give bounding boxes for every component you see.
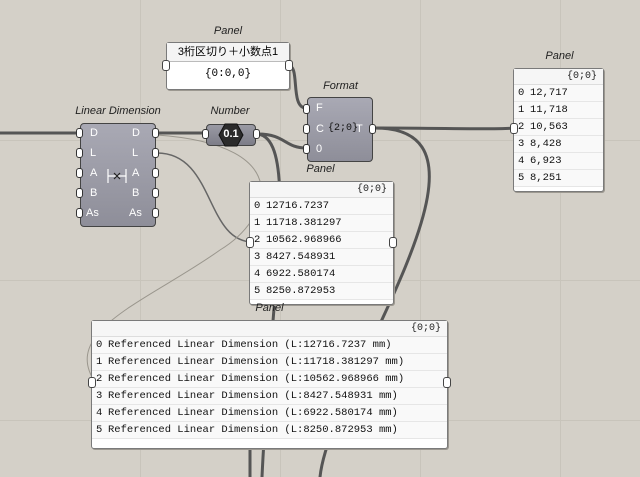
ld-output-b: B: [132, 187, 140, 199]
dimension-panel-title: Panel: [255, 302, 284, 314]
wire-number-format: [256, 132, 308, 150]
number-grip-out[interactable]: [253, 129, 260, 139]
format-output-t: T: [356, 123, 363, 135]
ld-grip-out-b[interactable]: [152, 188, 159, 198]
ld-grip-in-d[interactable]: [76, 128, 83, 138]
format-input-c: C: [316, 123, 324, 135]
length-panel-path: {0;0}: [250, 182, 393, 198]
linear-dimension-icon: [107, 169, 127, 183]
ld-input-b: B: [90, 187, 98, 199]
text-panel-output-grip[interactable]: [285, 60, 293, 71]
wire-ld-length: [156, 152, 254, 243]
ld-grip-in-as[interactable]: [76, 208, 83, 218]
dimension-panel-input-grip[interactable]: [88, 377, 96, 388]
format-grip-f[interactable]: [303, 104, 310, 114]
length-panel-output-grip[interactable]: [389, 237, 397, 248]
format-grip-c[interactable]: [303, 124, 310, 134]
format-component[interactable]: F C 0 {2;0} T: [307, 97, 373, 162]
result-panel-path: {0;0}: [514, 69, 603, 85]
result-panel-input-grip[interactable]: [510, 123, 518, 134]
text-panel-label: 3桁区切り＋小数点1: [167, 43, 289, 62]
ld-output-a: A: [132, 167, 140, 179]
grid-line: [420, 0, 421, 477]
ld-grip-out-a[interactable]: [152, 168, 159, 178]
ld-output-d: D: [132, 127, 140, 139]
grid-line: [560, 0, 561, 477]
ld-grip-in-l[interactable]: [76, 148, 83, 158]
dimension-panel-path: {0;0}: [92, 321, 447, 337]
text-panel-title: Panel: [213, 25, 243, 37]
format-input-f: F: [316, 102, 323, 114]
dimension-panel-output-grip[interactable]: [443, 377, 451, 388]
text-panel-input-grip[interactable]: [162, 60, 170, 71]
number-value: 0.1: [223, 128, 239, 140]
ld-grip-out-l[interactable]: [152, 148, 159, 158]
text-panel-value[interactable]: {0:0,0}: [204, 68, 252, 80]
ld-input-a: A: [90, 167, 98, 179]
linear-dimension-title: Linear Dimension: [75, 105, 161, 117]
ld-output-l: L: [132, 147, 139, 159]
length-panel-title: Panel: [306, 163, 335, 175]
number-hex-icon: [218, 123, 244, 147]
length-panel-input-grip[interactable]: [246, 237, 254, 248]
format-grip-t[interactable]: [369, 124, 376, 134]
format-culture: {2;0}: [328, 123, 359, 134]
number-grip-in[interactable]: [202, 129, 209, 139]
ld-grip-out-d[interactable]: [152, 128, 159, 138]
wire-format-result: [373, 126, 519, 131]
ld-input-l: L: [90, 147, 97, 159]
ld-grip-in-b[interactable]: [76, 188, 83, 198]
wire-panel-format: [287, 64, 308, 110]
format-input-0: 0: [316, 143, 323, 155]
number-title: Number: [210, 105, 250, 117]
ld-input-as: As: [86, 207, 99, 219]
result-panel-title: Panel: [545, 50, 574, 62]
text-panel[interactable]: 3桁区切り＋小数点1 {0:0,0}: [166, 42, 290, 90]
ld-output-as: As: [129, 207, 142, 219]
format-title: Format: [323, 80, 358, 92]
grid-line: [140, 0, 141, 477]
linear-dimension-component[interactable]: D L A B As D L A B As: [80, 123, 156, 227]
number-component[interactable]: 0.1: [206, 123, 256, 147]
ld-input-d: D: [90, 127, 98, 139]
ld-grip-in-a[interactable]: [76, 168, 83, 178]
ld-grip-out-as[interactable]: [152, 208, 159, 218]
format-grip-0[interactable]: [303, 144, 310, 154]
